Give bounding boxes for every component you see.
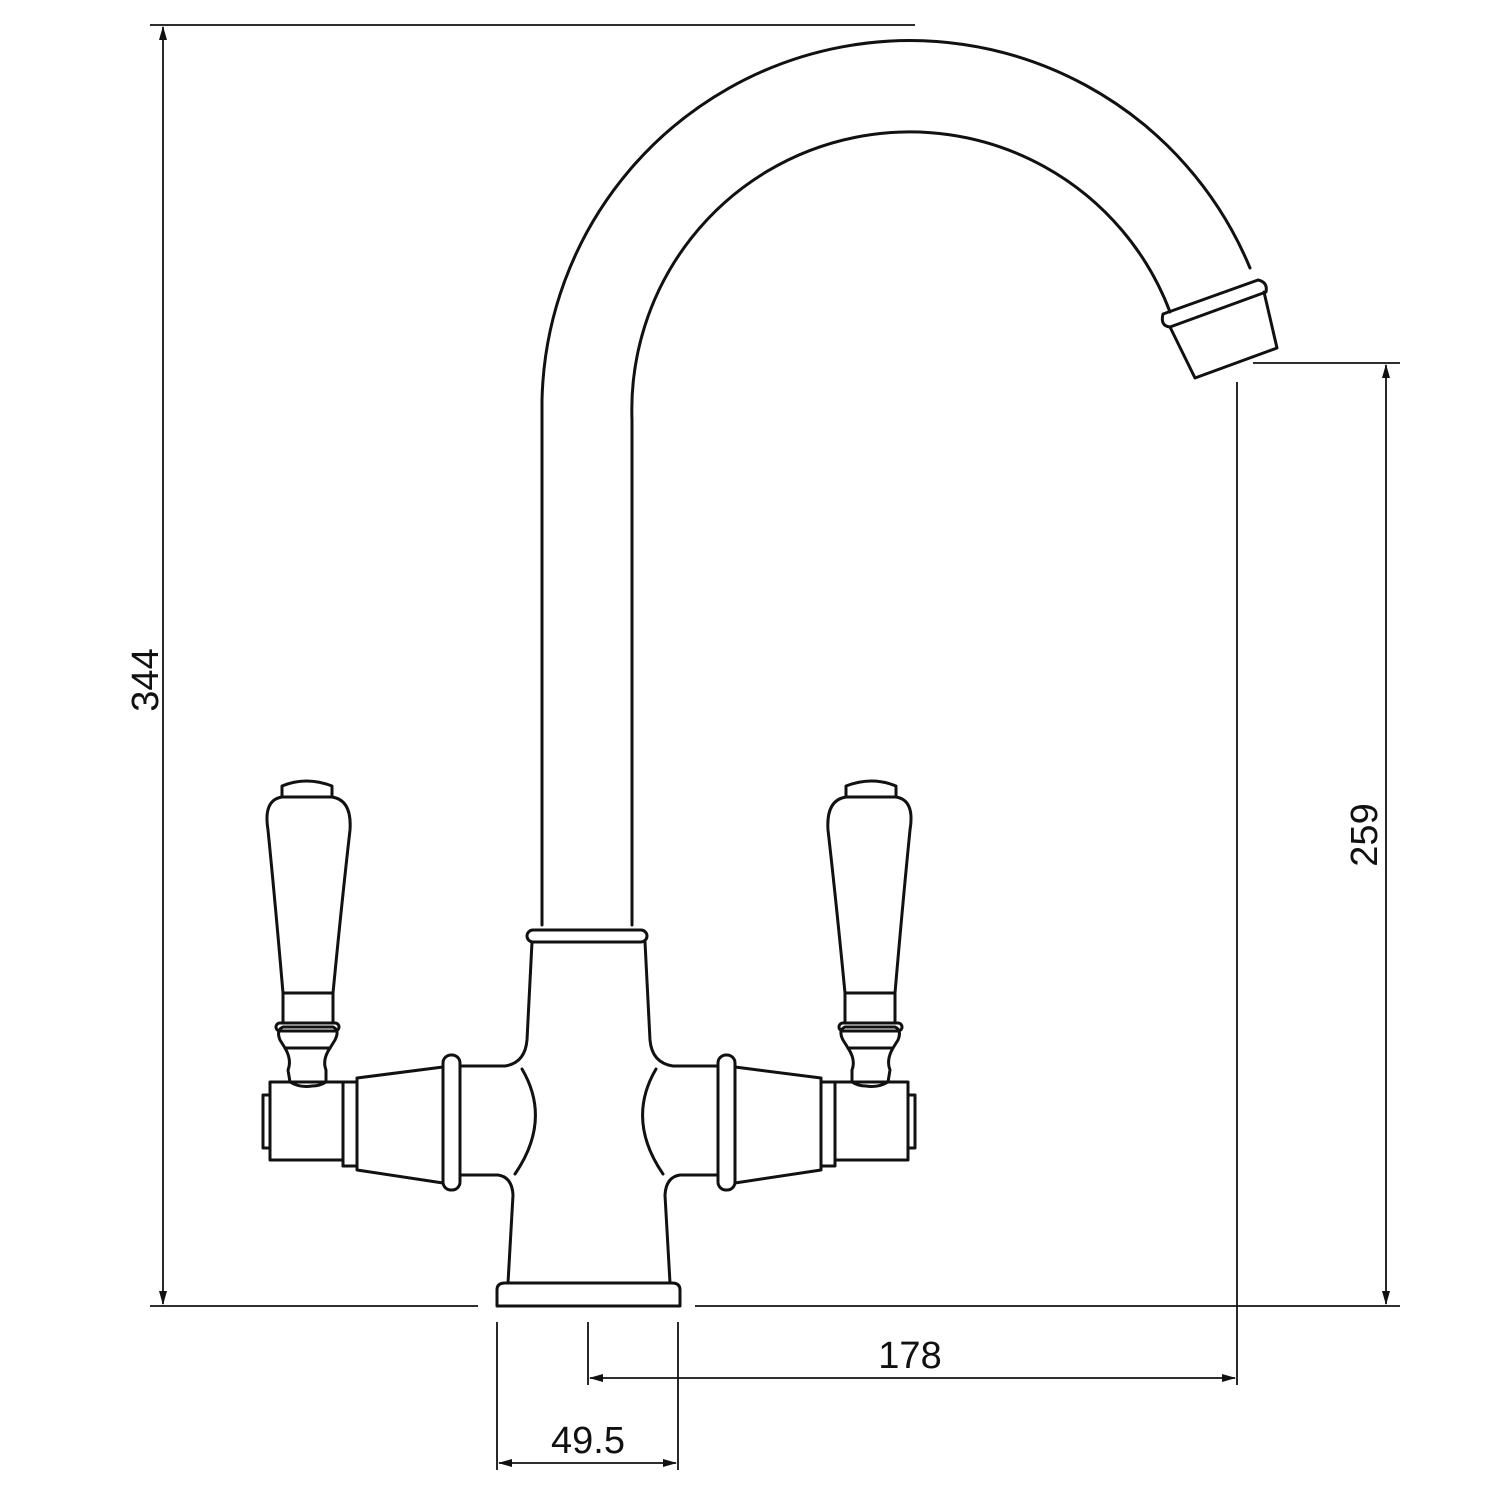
base-plate bbox=[495, 1281, 682, 1308]
right-handle-assembly bbox=[716, 779, 917, 1192]
dimension-spout-height: 259 bbox=[1253, 362, 1400, 1305]
dimension-base-diameter: 49.5 bbox=[496, 1322, 679, 1470]
dimension-label-344: 344 bbox=[125, 648, 167, 711]
dimension-overall-height: 344 bbox=[125, 24, 1400, 1307]
left-handle-assembly bbox=[261, 779, 462, 1192]
spout bbox=[540, 39, 1279, 927]
spout-nozzle bbox=[1168, 290, 1279, 380]
dimension-label-178: 178 bbox=[878, 1335, 941, 1377]
spout-ring bbox=[1160, 278, 1268, 329]
dimension-spout-reach: 178 bbox=[587, 382, 1238, 1385]
tap-body bbox=[458, 928, 720, 1308]
dimension-label-259: 259 bbox=[1344, 803, 1386, 866]
dimension-label-49-5: 49.5 bbox=[551, 1420, 625, 1462]
spout-collar bbox=[525, 928, 649, 944]
